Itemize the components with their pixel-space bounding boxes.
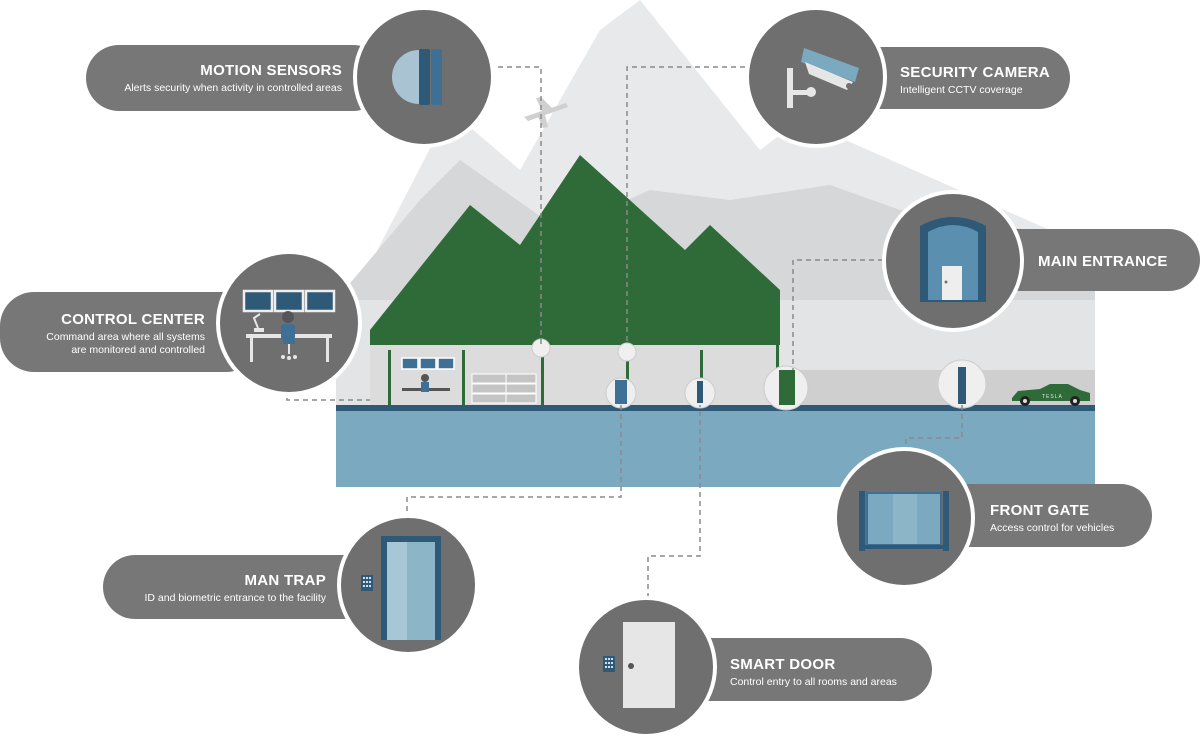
smart-door-circle [575,596,717,738]
motion-sensors-circle [353,6,495,148]
control-center-circle [216,250,362,396]
camera-icon [787,48,859,108]
ground [336,410,1095,487]
motion-sensors-title: MOTION SENSORS [200,62,342,79]
front-gate-desc: Access control for vehicles [990,522,1115,534]
smart-door-icon [603,622,675,708]
front-gate-circle [833,447,975,589]
man-trap-desc: ID and biometric entrance to the facilit… [144,592,326,604]
man-trap-circle [337,514,479,656]
security-camera-desc: Intelligent CCTV coverage [900,84,1023,96]
security-camera-title: SECURITY CAMERA [900,64,1051,81]
server-racks [471,373,537,404]
control-center-title: CONTROL CENTER [61,311,205,328]
road-line [336,405,1095,411]
control-center-desc-line-2: are monitored and controlled [71,344,205,356]
motion-sensors-callout: MOTION SENSORS Alerts security when acti… [86,45,386,111]
man-trap-title: MAN TRAP [244,572,326,589]
smart-door-title: SMART DOOR [730,656,836,673]
man-trap-callout: MAN TRAP ID and biometric entrance to th… [103,555,383,619]
main-entrance-circle [882,190,1024,332]
security-camera-circle [745,6,887,148]
smart-door-desc: Control entry to all rooms and areas [730,676,897,688]
interior-band [370,345,780,405]
car-badge: TESLA [1042,394,1063,400]
motion-sensor-icon [392,49,442,105]
control-center-desc-line-1: Command area where all systems [46,331,205,343]
forest-hills [370,155,780,345]
motion-sensors-desc: Alerts security when activity in control… [124,82,342,94]
front-gate-title: FRONT GATE [990,502,1090,519]
entrance-icon [920,217,986,302]
tesla-car: TESLA [1012,384,1090,406]
main-entrance-title: MAIN ENTRANCE [1038,253,1168,270]
gate-icon [859,491,949,551]
control-desk-icon [242,289,336,362]
man-trap-icon [361,536,441,640]
